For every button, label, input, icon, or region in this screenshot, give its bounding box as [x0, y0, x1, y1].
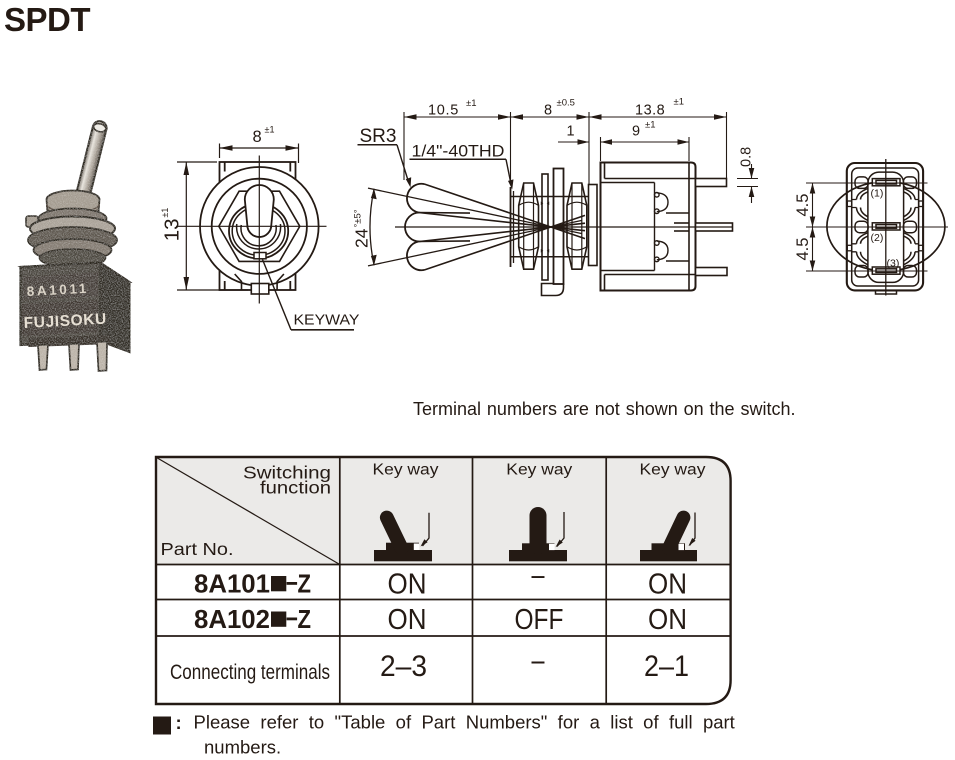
svg-text:4.5: 4.5	[794, 194, 812, 217]
svg-text:±1: ±1	[674, 97, 685, 108]
svg-text:8: 8	[253, 128, 262, 146]
svg-text:–: –	[532, 560, 546, 592]
svg-text:24: 24	[352, 228, 372, 248]
svg-text:Key way: Key way	[640, 462, 706, 479]
svg-text:°±5°: °±5°	[353, 209, 364, 227]
svg-text:FUJISOKU: FUJISOKU	[23, 311, 107, 332]
svg-text:ON: ON	[388, 569, 427, 601]
svg-text:8: 8	[544, 103, 552, 119]
svg-text:9: 9	[632, 124, 640, 140]
svg-text:Connecting terminals: Connecting terminals	[170, 660, 330, 684]
svg-text:ON: ON	[648, 604, 687, 636]
svg-text:numbers.: numbers.	[204, 737, 281, 758]
svg-text:0.8: 0.8	[739, 147, 755, 167]
svg-text:Switching: Switching	[243, 463, 331, 483]
svg-text:KEYWAY: KEYWAY	[294, 313, 360, 329]
svg-text:13.8: 13.8	[635, 103, 665, 119]
svg-text:1/4"-40THD: 1/4"-40THD	[412, 142, 505, 161]
svg-text:(2): (2)	[871, 232, 884, 244]
svg-text:4.5: 4.5	[794, 238, 812, 261]
svg-text:8A102: 8A102	[194, 604, 270, 634]
svg-text:SR3: SR3	[360, 126, 397, 147]
svg-text:–: –	[532, 644, 545, 677]
svg-text:Please refer to "Table of Part: Please refer to "Table of Part Numbers" …	[194, 712, 735, 733]
svg-text:(1): (1)	[871, 188, 884, 200]
svg-text:Terminal numbers are not shown: Terminal numbers are not shown on the sw…	[413, 399, 795, 419]
svg-text::: :	[176, 712, 182, 733]
svg-text:2–1: 2–1	[644, 650, 689, 683]
svg-text:Part No.: Part No.	[161, 539, 234, 559]
svg-text:10.5: 10.5	[428, 103, 459, 119]
svg-text:SPDT: SPDT	[4, 1, 90, 38]
svg-text:Key way: Key way	[506, 462, 572, 479]
svg-text:±1: ±1	[265, 125, 275, 135]
svg-text:±0.5: ±0.5	[557, 98, 575, 109]
svg-text:1: 1	[567, 124, 575, 140]
svg-text:2–3: 2–3	[380, 650, 427, 683]
svg-text:OFF: OFF	[515, 604, 564, 636]
svg-text:ON: ON	[648, 569, 687, 601]
svg-text:±1: ±1	[645, 120, 656, 131]
svg-text:8A1011: 8A1011	[26, 281, 89, 299]
svg-text:(3): (3)	[887, 258, 900, 270]
svg-text:function: function	[260, 478, 331, 498]
svg-text:ON: ON	[388, 604, 427, 636]
svg-text:Z: Z	[298, 604, 312, 634]
svg-text:8A101: 8A101	[194, 569, 270, 599]
svg-text:±1: ±1	[466, 98, 477, 109]
svg-text:Z: Z	[298, 569, 312, 599]
svg-text:±1: ±1	[160, 208, 170, 218]
svg-text:13: 13	[161, 218, 184, 241]
svg-text:Key way: Key way	[373, 462, 439, 479]
